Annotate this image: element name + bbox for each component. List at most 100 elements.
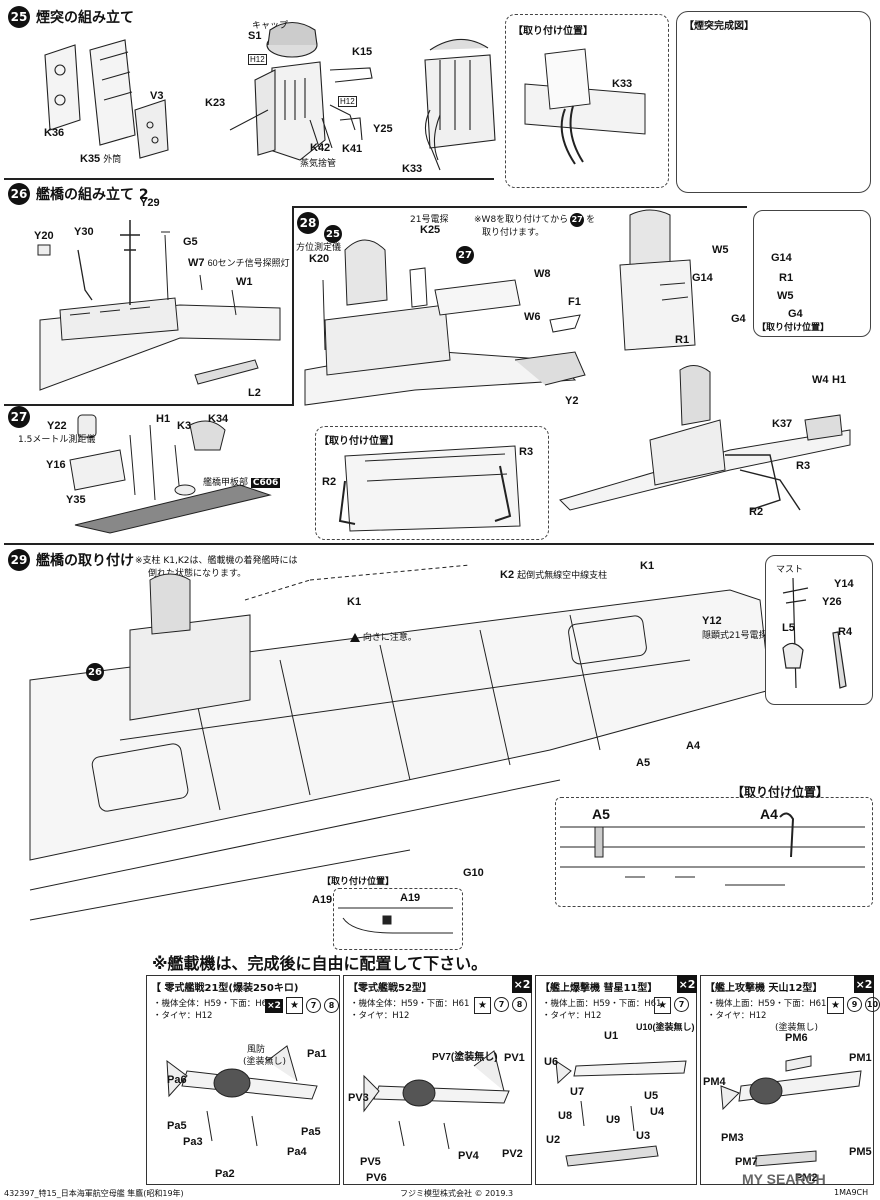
part-pa5: Pa5 — [167, 1120, 187, 1132]
part-pa1: Pa1 — [307, 1048, 327, 1060]
label-k1b: K1 — [640, 560, 655, 572]
aircraft-badges: ★ 7 — [654, 997, 689, 1014]
divider — [4, 404, 294, 406]
aircraft-paint-tire: ・タイヤ：H12 — [707, 1011, 767, 1021]
label-r1a: R1 — [675, 334, 690, 346]
label-y35: Y35 — [66, 494, 86, 506]
aircraft-box-tenzan: 【艦上攻撃機 天山12型】 ×2 ・機体上面：H59・下面：H61 ・タイヤ：H… — [700, 975, 880, 1185]
label-k42: K42 — [310, 142, 331, 154]
decal-7: 7 — [674, 997, 689, 1012]
bridge-assembly-28-drawing — [304, 239, 586, 406]
label-w5a: W5 — [712, 244, 729, 256]
label-y12-sub: 隠顕式21号電探 — [702, 631, 768, 641]
step29-title: 29 艦橋の取り付け — [8, 549, 134, 571]
label-k36: K36 — [44, 127, 65, 139]
step-number: 29 — [8, 549, 30, 571]
aircraft-box-zero-21: 【 零式艦戦21型(爆装250キロ) ・機体全体：H59・下面：H61 ・タイヤ… — [146, 975, 340, 1185]
label-mast: マスト — [776, 565, 804, 575]
step29-note2: 倒れた状態になります。 — [148, 569, 247, 579]
label-y22-sub: 1.5メートル測距儀 — [18, 435, 96, 445]
bridge-assembled-drawing — [559, 365, 851, 511]
step-heading: 艦橋の取り付け — [36, 553, 134, 569]
aircraft-badges: ×2 ★ 7 8 — [265, 997, 339, 1014]
label-k35: K35 外筒 — [80, 153, 122, 165]
label-w5b: W5 — [777, 290, 794, 302]
label-h1: H1 — [156, 413, 171, 425]
part-pa5b: Pa5 — [301, 1126, 321, 1138]
carrier-deck-drawing — [29, 564, 771, 921]
footer-right: 1MA9CH — [834, 1188, 869, 1197]
zero-21-drawing — [166, 1045, 318, 1147]
divider — [292, 206, 294, 406]
label-k33: K33 — [402, 163, 423, 175]
label-r4: R4 — [838, 626, 853, 638]
label-v3: V3 — [150, 90, 164, 102]
divider — [4, 543, 874, 545]
label-k23: K23 — [205, 97, 226, 109]
bridge-side-detail-drawing — [619, 209, 696, 351]
part-u4: U4 — [650, 1106, 665, 1118]
label-h1b: H1 — [832, 374, 847, 386]
label-w6: W6 — [524, 311, 541, 323]
part-u8: U8 — [558, 1110, 573, 1122]
bridge-deck-drawing — [69, 414, 272, 534]
aircraft-box-zero-52: 【零式艦戦52型】 ×2 ・機体全体：H59・下面：H61 ・タイヤ：H12 ★… — [343, 975, 532, 1185]
star-icon: ★ — [474, 997, 491, 1014]
part-pa4: Pa4 — [287, 1146, 307, 1158]
step29-mount-box — [555, 797, 873, 907]
label-r3: R3 — [796, 460, 811, 472]
label-g4a: G4 — [731, 313, 746, 325]
label-y30: Y30 — [74, 226, 94, 238]
count-badge: ×2 — [512, 975, 532, 993]
step28-number: 28 — [297, 212, 319, 234]
label-k34: K34 — [208, 413, 229, 425]
step-number: 27 — [8, 406, 30, 428]
part-u5: U5 — [644, 1090, 659, 1102]
part-pm1: PM1 — [849, 1052, 872, 1064]
part-pv1: PV1 — [504, 1052, 525, 1064]
step25-mount-title: 【取り付け位置】 — [513, 26, 593, 37]
count-badge: ×2 — [854, 975, 874, 993]
label-k20: K20 — [309, 253, 330, 265]
aircraft-paint-body: ・機体上面：H59・下面：H61 — [542, 999, 662, 1009]
step28-ref27b: 27 — [456, 246, 474, 264]
aircraft-title: 【 零式艦戦21型(爆装250キロ) — [151, 983, 299, 994]
label-g10: G10 — [463, 867, 484, 879]
label-k15: K15 — [352, 46, 373, 58]
part-u9: U9 — [606, 1114, 621, 1126]
label-y26: Y26 — [822, 596, 842, 608]
part-pv7: PV7(塗装無し) — [432, 1052, 498, 1063]
part-pa6: Pa6 — [167, 1074, 187, 1086]
step29-mast-box — [765, 555, 873, 705]
mast-detail-drawing — [782, 577, 847, 689]
step29-mount-title: 【取り付け位置】 — [732, 785, 829, 799]
count-badge: ×2 — [265, 998, 283, 1013]
label-y25: Y25 — [373, 123, 393, 135]
aircraft-paint-tire: ・タイヤ：H12 — [542, 1011, 602, 1021]
label-k37: K37 — [772, 418, 793, 430]
label-k41: K41 — [342, 143, 363, 155]
label-k25-sub: 21号電探 — [410, 215, 449, 225]
aircraft-paint-body: ・機体上面：H59・下面：H61 — [707, 999, 827, 1009]
decal-7: 7 — [306, 998, 321, 1013]
mount-a4: A4 — [760, 806, 778, 822]
divider — [4, 178, 494, 180]
aircraft-badges: ★ 7 8 — [474, 997, 527, 1014]
mount-r2: R2 — [322, 476, 337, 488]
mount-a5: A5 — [592, 806, 610, 822]
label-w4: W4 — [812, 374, 829, 386]
step29-mount2-title: 【取り付け位置】 — [322, 877, 395, 887]
part-u10: U10(塗装無し) — [636, 1022, 695, 1032]
step28-mount-title: 【取り付け位置】 — [319, 436, 399, 447]
part-u2: U2 — [546, 1134, 561, 1146]
label-h12b: H12 — [338, 96, 357, 107]
label-k42-sub: 蒸気捨管 — [300, 159, 337, 169]
part-pm6: PM6 — [785, 1032, 808, 1044]
aircraft-paint-body: ・機体全体：H59・下面：H61 — [350, 999, 470, 1009]
label-a19: A19 — [312, 894, 333, 906]
step27-title: 27 — [8, 406, 30, 428]
part-u1: U1 — [604, 1030, 619, 1042]
label-k2: K2 起倒式無線空中線支柱 — [500, 569, 608, 581]
step28-note3: 取り付けます。 — [482, 228, 545, 238]
